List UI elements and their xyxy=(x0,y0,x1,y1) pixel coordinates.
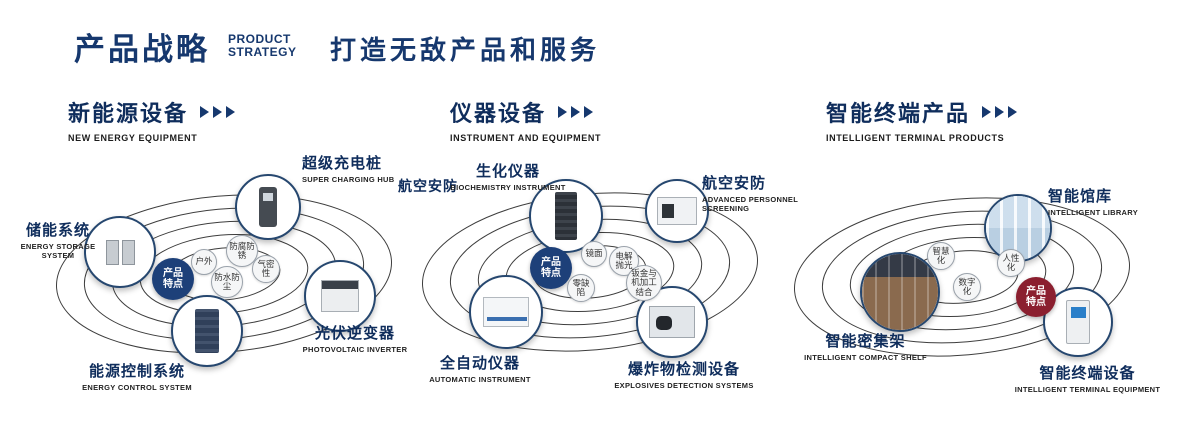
triple-arrow-icon xyxy=(982,106,1018,118)
product-name-cn: 全自动仪器 xyxy=(439,355,520,372)
section-header-instrument: 仪器设备 INSTRUMENT AND EQUIPMENT xyxy=(450,96,601,143)
kiosk-image xyxy=(1066,300,1090,344)
label-super-charging-hub: 超级充电桩 SUPER CHARGING HUB xyxy=(302,152,417,184)
analyzer-image xyxy=(483,297,529,327)
product-name-en: ENERGY STORAGE SYSTEM xyxy=(20,242,96,260)
label-compact-shelf: 智能密集架 INTELLIGENT COMPACT SHELF xyxy=(798,330,933,362)
label-aviation-security-left: 航空安防 xyxy=(398,178,458,194)
section-subtitle: INSTRUMENT AND EQUIPMENT xyxy=(450,133,602,143)
product-circle-energy-storage xyxy=(84,216,156,288)
product-name-en: BIOCHEMISTRY INSTRUMENT xyxy=(450,183,566,192)
feature-bubble: 智慧化 xyxy=(927,242,955,270)
triple-arrow-icon xyxy=(558,106,594,118)
page-title-en-line2: STRATEGY xyxy=(228,45,297,59)
page-title-en-line1: PRODUCT xyxy=(228,32,291,46)
feature-bubble: 防水防尘 xyxy=(211,266,243,298)
section-title: 仪器设备 xyxy=(450,101,547,126)
product-circle-biochemistry xyxy=(529,179,603,253)
product-name-cn: 智能终端设备 xyxy=(1039,365,1136,382)
product-name-cn: 超级充电桩 xyxy=(302,155,383,172)
product-name-en: INTELLIGENT TERMINAL EQUIPMENT xyxy=(1014,385,1161,394)
section-header-new-energy: 新能源设备 NEW ENERGY EQUIPMENT xyxy=(68,96,236,143)
feature-bubble: 数字化 xyxy=(953,273,981,301)
feature-bubble: 零缺陷 xyxy=(567,274,595,302)
product-name-cn: 智能馆库 xyxy=(1048,188,1113,205)
section-header-intelligent-terminal: 智能终端产品 INTELLIGENT TERMINAL PRODUCTS xyxy=(826,96,1018,143)
feature-bubble: 钣金与机加工结合 xyxy=(626,265,662,301)
product-circle-compact-shelf xyxy=(860,252,940,332)
label-energy-storage: 储能系统 ENERGY STORAGE SYSTEM xyxy=(14,219,102,260)
product-circle-energy-control xyxy=(171,295,243,367)
charging-pile-image xyxy=(259,187,277,227)
page-title-en: PRODUCT STRATEGY xyxy=(228,33,296,59)
library-image xyxy=(986,196,1050,260)
feature-bubble: 气密性 xyxy=(252,255,280,283)
badge-text: 产品特点 xyxy=(163,268,183,290)
product-name-en: AUTOMATIC INSTRUMENT xyxy=(429,375,531,384)
pv-inverter-image xyxy=(321,280,359,312)
badge-text: 产品特点 xyxy=(1026,286,1046,308)
product-name-cn: 光伏逆变器 xyxy=(314,325,395,342)
product-name-cn: 能源控制系统 xyxy=(88,363,185,380)
product-circle-terminal-equipment xyxy=(1043,287,1113,357)
orbit-rings xyxy=(794,197,1130,357)
label-intelligent-library: 智能馆库 INTELLIGENT LIBRARY xyxy=(1048,185,1168,217)
feature-bubble: 户外 xyxy=(191,249,217,275)
label-automatic-instrument: 全自动仪器 AUTOMATIC INSTRUMENT xyxy=(400,352,560,384)
product-name-en: EXPLOSIVES DETECTION SYSTEMS xyxy=(614,381,754,390)
compact-shelf-image xyxy=(862,254,938,330)
feature-bubble: 电解抛光 xyxy=(609,246,639,276)
product-features-badge: 产品特点 xyxy=(1016,277,1056,317)
page-title: 产品战略 xyxy=(74,32,210,67)
energy-control-image xyxy=(195,309,219,353)
product-features-badge: 产品特点 xyxy=(530,247,572,289)
section-title: 新能源设备 xyxy=(68,101,189,126)
section-subtitle: NEW ENERGY EQUIPMENT xyxy=(68,133,198,143)
product-name-cn: 航空安防 xyxy=(702,175,767,192)
product-name-en: SUPER CHARGING HUB xyxy=(302,175,395,184)
section-subtitle: INTELLIGENT TERMINAL PRODUCTS xyxy=(826,133,1005,143)
product-name-cn: 储能系统 xyxy=(25,222,90,239)
label-energy-control: 能源控制系统 ENERGY CONTROL SYSTEM xyxy=(62,360,212,392)
section-title: 智能终端产品 xyxy=(826,101,971,126)
feature-bubble: 人性化 xyxy=(997,249,1025,277)
product-name-en: ENERGY CONTROL SYSTEM xyxy=(82,383,192,392)
product-name-cn: 爆炸物检测设备 xyxy=(627,361,740,378)
xray-scanner-image xyxy=(649,306,695,338)
label-personnel-screening: 航空安防 ADVANCED PERSONNEL SCREENING xyxy=(702,172,817,213)
product-circle-pv-inverter xyxy=(304,260,376,332)
label-pv-inverter: 光伏逆变器 PHOTOVOLTAIC INVERTER xyxy=(295,322,415,354)
badge-text: 产品特点 xyxy=(541,257,561,279)
page-slogan: 打造无敌产品和服务 xyxy=(330,35,601,65)
product-circle-automatic-instrument xyxy=(469,275,543,349)
instrument-rack-image xyxy=(555,192,577,240)
product-name-en: PHOTOVOLTAIC INVERTER xyxy=(302,345,408,354)
screening-machine-image xyxy=(657,197,697,225)
product-circle-personnel-screening xyxy=(645,179,709,243)
label-explosives-detection: 爆炸物检测设备 EXPLOSIVES DETECTION SYSTEMS xyxy=(600,358,768,390)
product-name-cn: 生化仪器 xyxy=(475,163,540,180)
product-name-en: INTELLIGENT COMPACT SHELF xyxy=(804,353,927,362)
energy-storage-image xyxy=(105,239,135,265)
product-name-cn: 智能密集架 xyxy=(825,333,906,350)
feature-bubble: 镜面 xyxy=(581,241,607,267)
product-features-badge: 产品特点 xyxy=(152,258,194,300)
product-name-en: INTELLIGENT LIBRARY xyxy=(1048,208,1139,217)
product-circle-super-charging-hub xyxy=(235,174,301,240)
triple-arrow-icon xyxy=(200,106,236,118)
product-name-en: ADVANCED PERSONNEL SCREENING xyxy=(702,195,798,213)
label-terminal-equipment: 智能终端设备 INTELLIGENT TERMINAL EQUIPMENT xyxy=(1000,362,1175,394)
label-biochemistry: 生化仪器 BIOCHEMISTRY INSTRUMENT xyxy=(448,160,568,192)
